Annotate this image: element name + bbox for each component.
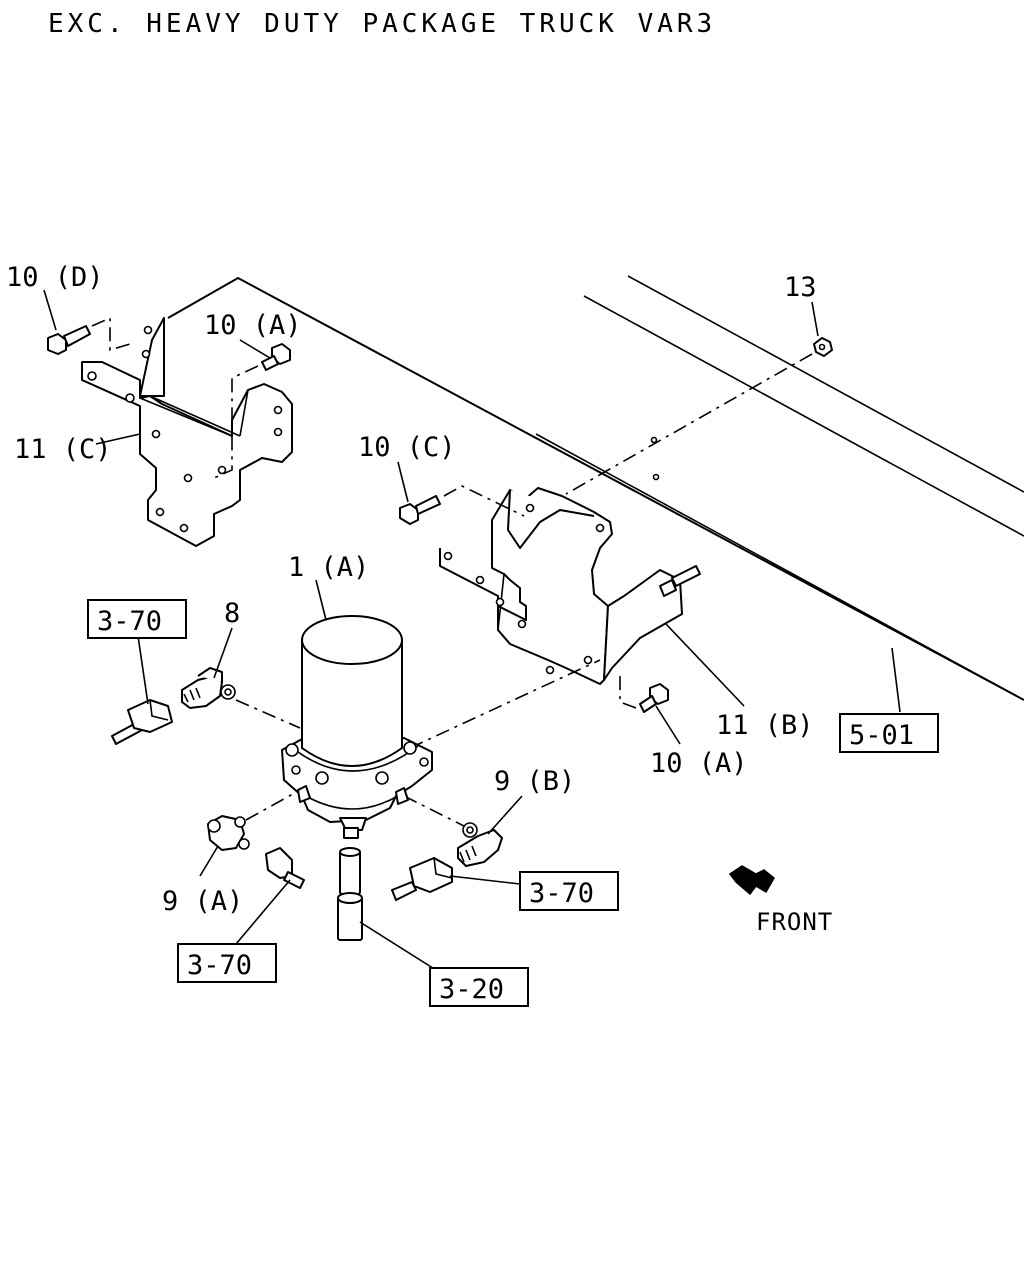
ref-label-3-70-left: 3-70	[97, 606, 162, 637]
ref-box-3-70-right[interactable]: 3-70	[519, 871, 619, 911]
label-10d: 10 (D)	[6, 262, 104, 293]
frame-rail	[167, 275, 1024, 701]
nut-13	[565, 337, 833, 495]
fitting-9a	[207, 815, 250, 851]
ref-label-3-70-right: 3-70	[529, 878, 594, 909]
bolt-10d	[47, 316, 131, 355]
hose-connector-right	[391, 857, 453, 901]
label-9b: 9 (B)	[494, 766, 575, 797]
mount-centerline	[409, 659, 601, 749]
ref-box-3-20[interactable]: 3-20	[429, 967, 529, 1007]
ref-box-3-70-bottom[interactable]: 3-70	[177, 943, 277, 983]
bolt-10a-top	[213, 343, 291, 479]
label-9a: 9 (A)	[162, 886, 243, 917]
ref-box-3-70-left[interactable]: 3-70	[87, 599, 187, 639]
label-10a-bottom: 10 (A)	[650, 748, 748, 779]
fitting-9b	[457, 822, 503, 867]
bracket-11b	[439, 487, 701, 685]
label-11c: 11 (C)	[14, 434, 112, 465]
ref-label-5-01: 5-01	[849, 720, 914, 751]
fitting-9a-centerline	[245, 789, 301, 821]
label-10a-top: 10 (A)	[204, 310, 302, 341]
hose-connector-left	[111, 699, 173, 745]
leader-lines	[43, 289, 901, 971]
label-1a: 1 (A)	[288, 552, 369, 583]
diagram-title: EXC. HEAVY DUTY PACKAGE TRUCK VAR3	[48, 9, 716, 39]
front-arrow-icon	[728, 865, 775, 896]
hose-connector-bottom	[265, 847, 305, 889]
bolt-10c	[399, 485, 525, 525]
label-11b: 11 (B)	[716, 710, 814, 741]
label-8: 8	[224, 598, 240, 629]
bracket-11c	[81, 317, 293, 547]
bolt-10a-bottom	[619, 676, 669, 713]
drain-tube	[337, 847, 363, 941]
air-dryer-1a	[281, 615, 433, 839]
front-label: FRONT	[756, 908, 833, 936]
ref-label-3-20: 3-20	[439, 974, 504, 1005]
ref-label-3-70-bottom: 3-70	[187, 950, 252, 981]
label-13: 13	[784, 272, 817, 303]
fitting-8	[181, 667, 236, 709]
fitting-8-centerline	[235, 699, 301, 729]
ref-box-5-01[interactable]: 5-01	[839, 713, 939, 753]
label-10c: 10 (C)	[358, 432, 456, 463]
fitting-9b-centerline	[403, 795, 465, 827]
